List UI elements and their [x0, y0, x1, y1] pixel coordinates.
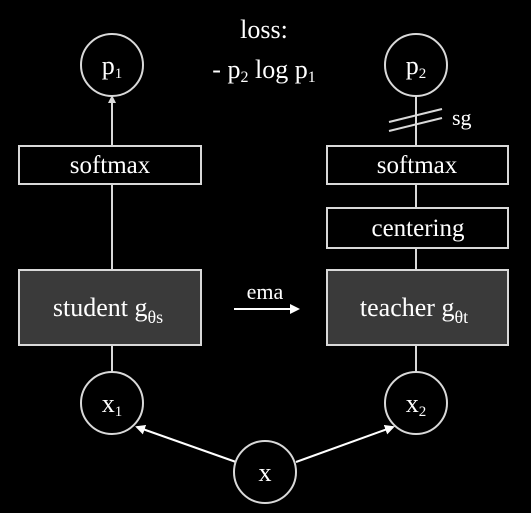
student-input-node	[80, 371, 144, 435]
teacher-output-sub: 2	[419, 66, 427, 82]
loss-formula: - p2 log p1	[212, 55, 315, 86]
loss-p2-sub: 2	[240, 69, 248, 86]
teacher-input-letter: x	[406, 389, 419, 418]
teacher-softmax-label: softmax	[377, 152, 458, 179]
student-network-text: student g	[53, 293, 148, 322]
student-network-sub: θs	[147, 307, 163, 327]
x-to-x1-arrow	[135, 424, 237, 463]
student-network-label: student gθs	[53, 293, 163, 327]
source-input-node	[233, 440, 297, 504]
ema-label: ema	[247, 279, 284, 304]
teacher-network-box	[326, 269, 509, 346]
loss-p1-sub: 1	[308, 69, 316, 86]
stop-grad-slash-1	[388, 108, 443, 123]
student-network-box	[18, 269, 202, 346]
stop-grad-slash-2	[388, 117, 443, 132]
teacher-input-label: x2	[406, 389, 427, 420]
student-output-letter: p	[102, 51, 115, 80]
teacher-input-sub: 2	[419, 404, 427, 420]
teacher-output-letter: p	[406, 51, 419, 80]
teacher-output-node	[384, 33, 448, 97]
teacher-input-node	[384, 371, 448, 435]
teacher-network-sub: θt	[454, 307, 468, 327]
teacher-network-text: teacher g	[360, 293, 455, 322]
loss-title: loss:	[240, 15, 288, 44]
student-output-label: p1	[102, 51, 123, 82]
teacher-output-label: p2	[406, 51, 427, 82]
source-input-label: x	[259, 458, 272, 487]
student-input-sub: 1	[115, 404, 123, 420]
loss-minus-p: - p	[212, 55, 240, 84]
teacher-softmax-box	[326, 145, 509, 185]
teacher-centering-label: centering	[371, 215, 465, 242]
x-to-x2-arrow	[295, 425, 395, 463]
teacher-centering-box	[326, 207, 509, 249]
student-output-sub: 1	[115, 66, 123, 82]
stop-grad-label: sg	[452, 105, 472, 130]
loss-log-p: log p	[248, 55, 307, 84]
student-softmax-label: softmax	[70, 152, 151, 179]
teacher-network-label: teacher gθt	[360, 293, 468, 327]
student-softmax-box	[18, 145, 202, 185]
student-input-label: x1	[102, 389, 123, 420]
student-output-node	[80, 33, 144, 97]
student-input-letter: x	[102, 389, 115, 418]
